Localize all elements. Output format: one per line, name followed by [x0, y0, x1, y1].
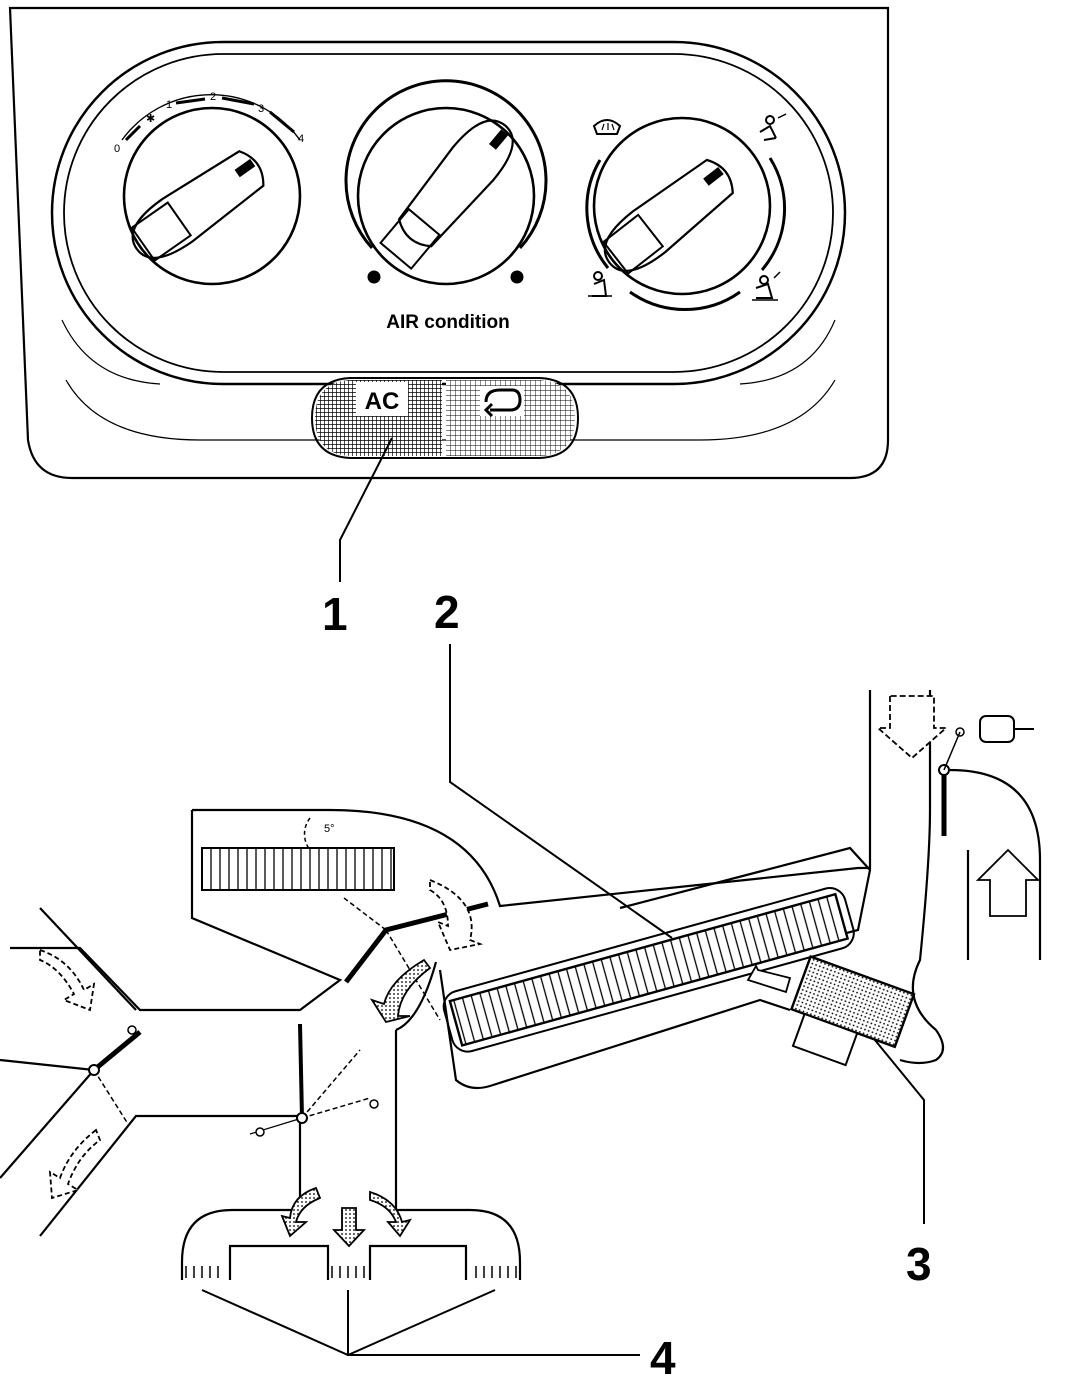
outlet-grilles	[185, 1266, 517, 1278]
blower-flow-arrow-icon	[746, 964, 792, 994]
foot-and-defrost-icon	[752, 271, 781, 301]
callout-leaders	[201, 437, 925, 1357]
bypass-arrow-icon	[429, 878, 484, 952]
recirculation-button[interactable]	[446, 380, 575, 456]
callout-3: 3	[906, 1238, 932, 1290]
outlet-center-arrow-icon	[331, 1207, 367, 1248]
fan-scale-3: 3	[258, 103, 264, 115]
intake-arrow-icon	[875, 695, 949, 760]
callout-1: 1	[322, 588, 348, 640]
fresh-air-arrow-icon	[975, 848, 1041, 917]
airflow-arrows	[39, 695, 1041, 1248]
leader-1	[339, 437, 393, 582]
heated-air-arrow-icon	[369, 958, 432, 1024]
leader-2	[449, 644, 673, 939]
leader-4	[201, 1289, 640, 1357]
foot-vent-icon	[588, 271, 612, 297]
temperature-knob[interactable]	[344, 79, 548, 286]
button-pad: AC	[310, 377, 580, 459]
evaporator	[442, 887, 855, 1053]
outlet-left-arrow-icon	[280, 1186, 322, 1238]
ac-button-label: AC	[365, 388, 400, 415]
windshield-flow-arrow-icon	[39, 948, 96, 1012]
callout-2: 2	[434, 586, 460, 638]
recirculation-arrow-icon	[480, 386, 524, 418]
fan-scale-1: 1	[166, 99, 172, 111]
air-distribution-knob[interactable]	[585, 116, 787, 311]
outlet-right-arrow-icon	[369, 1190, 412, 1238]
fan-scale-0: 0	[114, 143, 120, 155]
heater-core: 5°	[201, 817, 395, 891]
fan-scale-4: 4	[298, 133, 304, 145]
panel-title: AIR condition	[386, 312, 509, 333]
fan-scale-2: 2	[210, 91, 216, 103]
leader-3	[851, 1011, 925, 1224]
ac-button[interactable]	[315, 380, 442, 456]
blend-flaps	[88, 715, 1034, 1137]
fan-scale: 0 ✱ 1 2 3 4	[114, 91, 304, 155]
side-flow-arrow-icon	[48, 1128, 102, 1200]
snowflake-icon: ✱	[146, 113, 155, 125]
defrost-windshield-icon	[592, 119, 622, 135]
mode-icons	[588, 113, 787, 301]
callout-4: 4	[650, 1332, 676, 1382]
blower-fan	[789, 955, 916, 1067]
face-vent-icon	[759, 113, 787, 141]
flap-angle-label: 5°	[324, 823, 335, 835]
